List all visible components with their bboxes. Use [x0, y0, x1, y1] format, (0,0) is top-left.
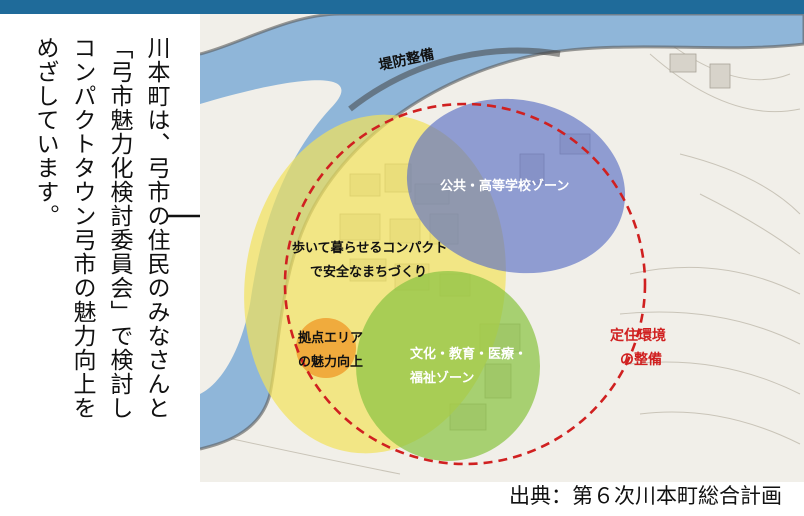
label-public-zone: 公共・高等学校ゾーン [440, 178, 569, 194]
text-line-2: 「弓市魅力化検討委員会」で検討し [106, 36, 132, 420]
settlement-dashed-circle [283, 102, 647, 466]
label-culture-1: 文化・教育・医療・ [410, 346, 527, 362]
text-line-4: めざしています。 [32, 36, 58, 228]
label-hub-2: の魅力向上 [298, 354, 363, 370]
orange-hub-zone [296, 318, 356, 378]
label-settle-2: の整備 [620, 351, 662, 368]
label-walkable-1: 歩いて暮らせるコンパクト [292, 240, 447, 256]
top-banner-strip [0, 0, 804, 14]
green-culture-zone [356, 271, 540, 461]
map-image: 堤防整備 公共・高等学校ゾーン 歩いて暮らせるコンパクト で安全なまちづくり 拠… [200, 14, 804, 482]
text-line-1: 川本町は、弓市の住民のみなさんと [143, 36, 169, 420]
label-culture-2: 福祉ゾーン [409, 370, 474, 386]
blue-public-zone [406, 98, 626, 274]
source-caption: 出典：第６次川本町総合計画 [509, 484, 782, 508]
label-settle-1: 定住環境 [610, 327, 666, 344]
text-line-3: コンパクトタウン弓市の魅力向上を [69, 36, 95, 420]
label-walkable-2: で安全なまちづくり [310, 264, 427, 280]
label-hub-1: 拠点エリア [298, 330, 363, 346]
levee-line [348, 47, 561, 112]
description-vertical-text: 川本町は、弓市の住民のみなさんと 「弓市魅力化検討委員会」で検討し コンパクトタ… [14, 36, 174, 476]
